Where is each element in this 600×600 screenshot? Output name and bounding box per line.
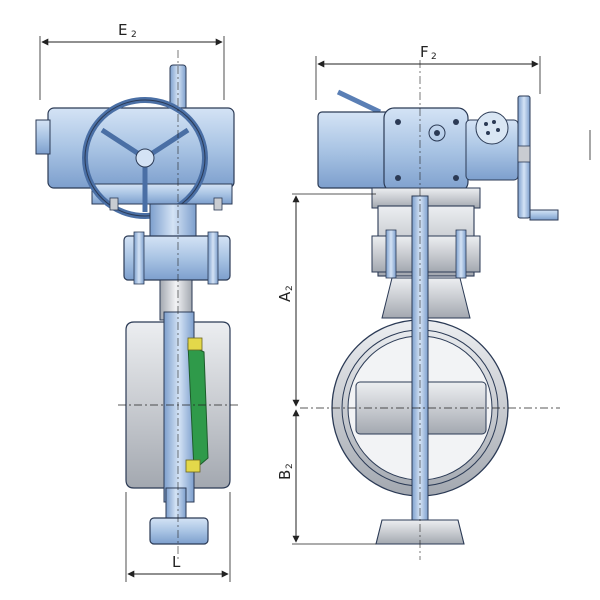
actuator-side-cap bbox=[35, 119, 51, 155]
label-F: F bbox=[420, 43, 429, 61]
indicator-dial-icon bbox=[475, 111, 509, 145]
gearbox-left bbox=[317, 111, 391, 189]
label-B-sub: 2 bbox=[285, 463, 295, 469]
handwheel-hub bbox=[135, 148, 155, 168]
neck-bracket bbox=[149, 203, 197, 237]
bottom-cap bbox=[149, 517, 209, 545]
label-A-sub: 2 bbox=[285, 285, 295, 291]
label-F-sub: 2 bbox=[431, 52, 437, 62]
dimension-L: L bbox=[125, 492, 231, 582]
right-view bbox=[300, 60, 591, 560]
dimension-A2-B2: A 2 B 2 bbox=[276, 193, 376, 545]
label-E-sub: 2 bbox=[131, 30, 137, 40]
label-L: L bbox=[172, 553, 181, 571]
dimension-F2: F 2 bbox=[315, 43, 541, 100]
dimension-E2: E 2 bbox=[39, 21, 225, 100]
label-A: A bbox=[276, 291, 294, 302]
lower-shaft bbox=[165, 487, 187, 519]
lever-icon bbox=[336, 89, 382, 115]
label-E: E bbox=[118, 21, 127, 39]
label-B: B bbox=[276, 470, 294, 480]
left-view bbox=[35, 50, 240, 560]
